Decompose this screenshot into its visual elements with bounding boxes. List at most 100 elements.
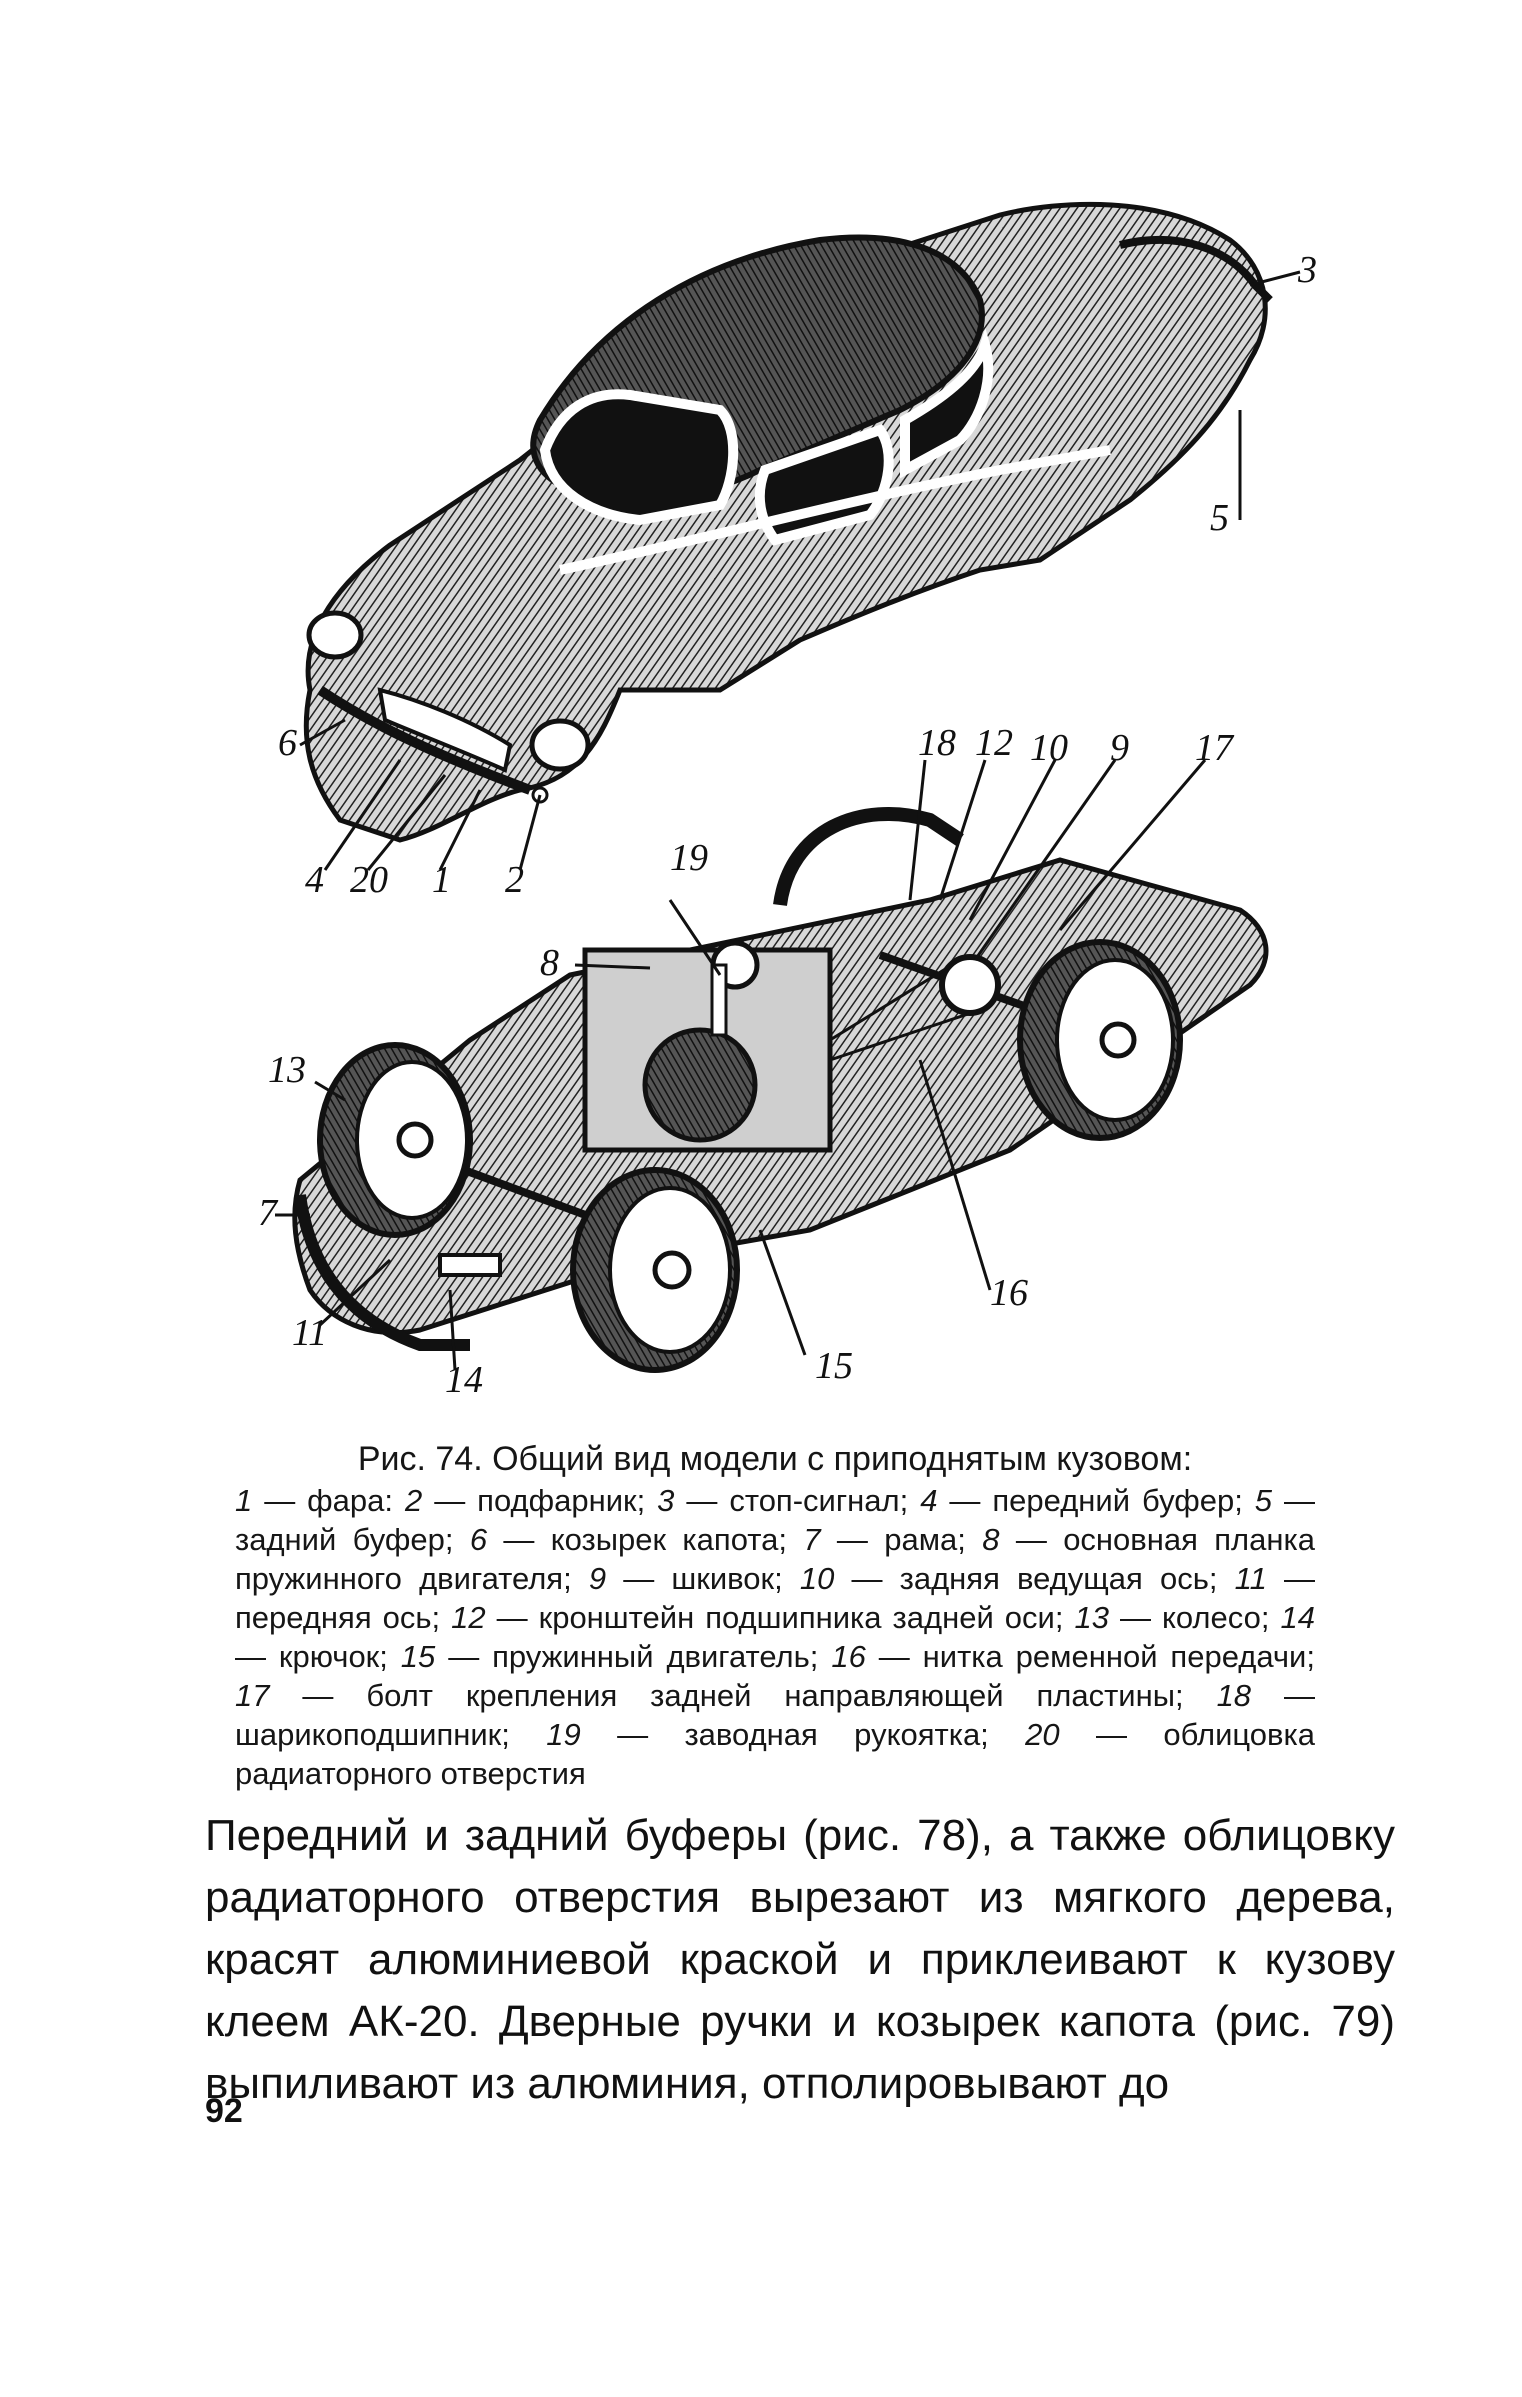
rear-fin	[1119, 235, 1273, 303]
label-10: 10	[1030, 727, 1068, 769]
caption-entry: 13 — колесо;	[1074, 1600, 1270, 1635]
hook	[438, 1253, 502, 1277]
caption-entry-text: задняя ведущая ось;	[899, 1561, 1218, 1596]
caption-entry: 12 — кронштейн подшипника задней оси;	[451, 1600, 1064, 1635]
caption-entry-number: 3	[657, 1483, 675, 1518]
label-9: 9	[1110, 727, 1129, 769]
caption-entry-text: передняя ось;	[235, 1600, 441, 1635]
caption-entry: 19 — заводная рукоятка;	[546, 1717, 989, 1752]
caption-entry-number: 19	[546, 1717, 581, 1752]
car-body	[303, 201, 1273, 843]
front-bumper	[317, 685, 532, 795]
radiator-grille	[377, 687, 513, 773]
label-12: 12	[975, 722, 1013, 764]
caption-entry-text: шкивок;	[671, 1561, 783, 1596]
label-7: 7	[258, 1192, 279, 1234]
caption-entry-text: шарикоподшипник;	[235, 1717, 510, 1752]
caption-entry: 6 — козырек капота;	[469, 1522, 787, 1557]
body-paragraph: Передний и задний буферы (рис. 78), а та…	[205, 1811, 1395, 2108]
spring-motor-gear	[642, 1027, 758, 1143]
caption-entry-number: 18	[1216, 1678, 1252, 1713]
caption-entry-number: 7	[803, 1522, 821, 1557]
caption-entry-number: 16	[831, 1639, 866, 1674]
winding-handle	[710, 963, 728, 1037]
caption-title: Рис. 74. Общий вид модели с приподнятым …	[357, 1440, 1193, 1478]
chassis	[292, 806, 1269, 1373]
caption-entry-number: 14	[1280, 1600, 1315, 1635]
caption-entry-number: 6	[469, 1522, 488, 1557]
caption-entry: 9 — шкивок;	[588, 1561, 783, 1596]
caption-entry-text: заводная рукоятка;	[684, 1717, 989, 1752]
label-5: 5	[1210, 497, 1229, 539]
label-3: 3	[1297, 249, 1317, 291]
figure-car-model-illustration: 1 2 3 4 5 6 7 8 9 10 11 12 13 14 15 16 1…	[258, 201, 1317, 1401]
caption-entry-number: 5	[1254, 1483, 1273, 1518]
caption-entry-number: 10	[799, 1561, 835, 1596]
label-18: 18	[918, 722, 956, 764]
caption-entry-number: 13	[1074, 1600, 1109, 1635]
label-2: 2	[505, 859, 524, 901]
label-8: 8	[540, 942, 559, 984]
label-11: 11	[292, 1312, 327, 1354]
caption-entry-number: 4	[920, 1483, 938, 1518]
caption-entry-number: 2	[404, 1483, 423, 1518]
caption-entry-number: 11	[1234, 1561, 1267, 1596]
label-13: 13	[268, 1049, 306, 1091]
caption-entry-number: 8	[982, 1522, 1000, 1557]
caption-entry: 1 — фара:	[235, 1483, 394, 1518]
caption-entry-text: козырек капота;	[550, 1522, 787, 1557]
label-14: 14	[445, 1359, 483, 1401]
caption-entry: 10 — задняя ведущая ось;	[799, 1561, 1218, 1596]
caption-entry-text: пружинный двигатель;	[492, 1639, 819, 1674]
caption-entry-text: основная планка пружинного двигателя;	[235, 1522, 1315, 1596]
headlight-left	[306, 610, 364, 660]
caption-entry-text: кронштейн подшипника задней оси;	[538, 1600, 1064, 1635]
belt-thread	[829, 958, 981, 1062]
caption-entry-number: 20	[1025, 1717, 1060, 1752]
headlight-right	[529, 718, 591, 772]
side-stripe	[558, 445, 1111, 575]
page-number: 92	[205, 2092, 243, 2130]
wheel-front-left	[317, 1042, 473, 1238]
caption-entry: 14 — крючок;	[235, 1600, 1315, 1674]
caption-entry-number: 12	[451, 1600, 486, 1635]
label-20: 20	[350, 859, 388, 901]
caption-entry: 17 — болт крепления задней направляющей …	[235, 1678, 1184, 1713]
label-4: 4	[305, 859, 324, 901]
label-19: 19	[670, 837, 708, 879]
caption-entry: 3 — стоп-сигнал;	[657, 1483, 909, 1518]
side-window-rear	[900, 328, 994, 479]
caption-entry: 16 — нитка ременной передачи;	[831, 1639, 1315, 1674]
caption-entry-text: рама;	[884, 1522, 966, 1557]
caption-entry-text: стоп-сигнал;	[729, 1483, 909, 1518]
label-6: 6	[278, 722, 297, 764]
caption-entry: 11 — передняя ось;	[235, 1561, 1315, 1635]
caption-entry-text: колесо;	[1161, 1600, 1270, 1635]
wheel-rear-right	[1017, 939, 1183, 1141]
caption-entry-text: передний буфер;	[992, 1483, 1243, 1518]
caption-entry-text: облицовка радиаторного отверстия	[235, 1717, 1315, 1791]
caption-entry-text: болт крепления задней направляющей пласт…	[366, 1678, 1184, 1713]
label-15: 15	[815, 1345, 853, 1387]
figure-labels: 1 2 3 4 5 6 7 8 9 10 11 12 13 14 15 16 1…	[258, 249, 1317, 1401]
caption-entry: 20 — облицовка радиаторного отверстия	[235, 1717, 1315, 1791]
windshield	[539, 389, 739, 526]
caption-entry-number: 1	[235, 1483, 253, 1518]
caption-entry-text: фара:	[307, 1483, 394, 1518]
caption-entry-number: 17	[235, 1678, 270, 1713]
caption-entry: 2 — подфарник;	[404, 1483, 646, 1518]
caption-entry-number: 15	[400, 1639, 436, 1674]
caption-entry: 7 — рама;	[803, 1522, 966, 1557]
caption-entry-text: крючок;	[278, 1639, 388, 1674]
caption-entry-number: 9	[588, 1561, 607, 1596]
caption-entry: 4 — передний буфер;	[920, 1483, 1243, 1518]
label-17: 17	[1195, 727, 1235, 769]
front-bumper-chassis	[294, 1194, 470, 1351]
caption-entry: 15 — пружинный двигатель;	[400, 1639, 819, 1674]
caption-entry-text: нитка ременной передачи;	[922, 1639, 1315, 1674]
figure-caption: Рис. 74. Общий вид модели с приподнятым …	[235, 1440, 1315, 1793]
caption-entry-text: задний буфер;	[235, 1522, 454, 1557]
caption-entry-text: подфарник;	[477, 1483, 646, 1518]
label-1: 1	[432, 859, 451, 901]
label-16: 16	[990, 1272, 1028, 1314]
